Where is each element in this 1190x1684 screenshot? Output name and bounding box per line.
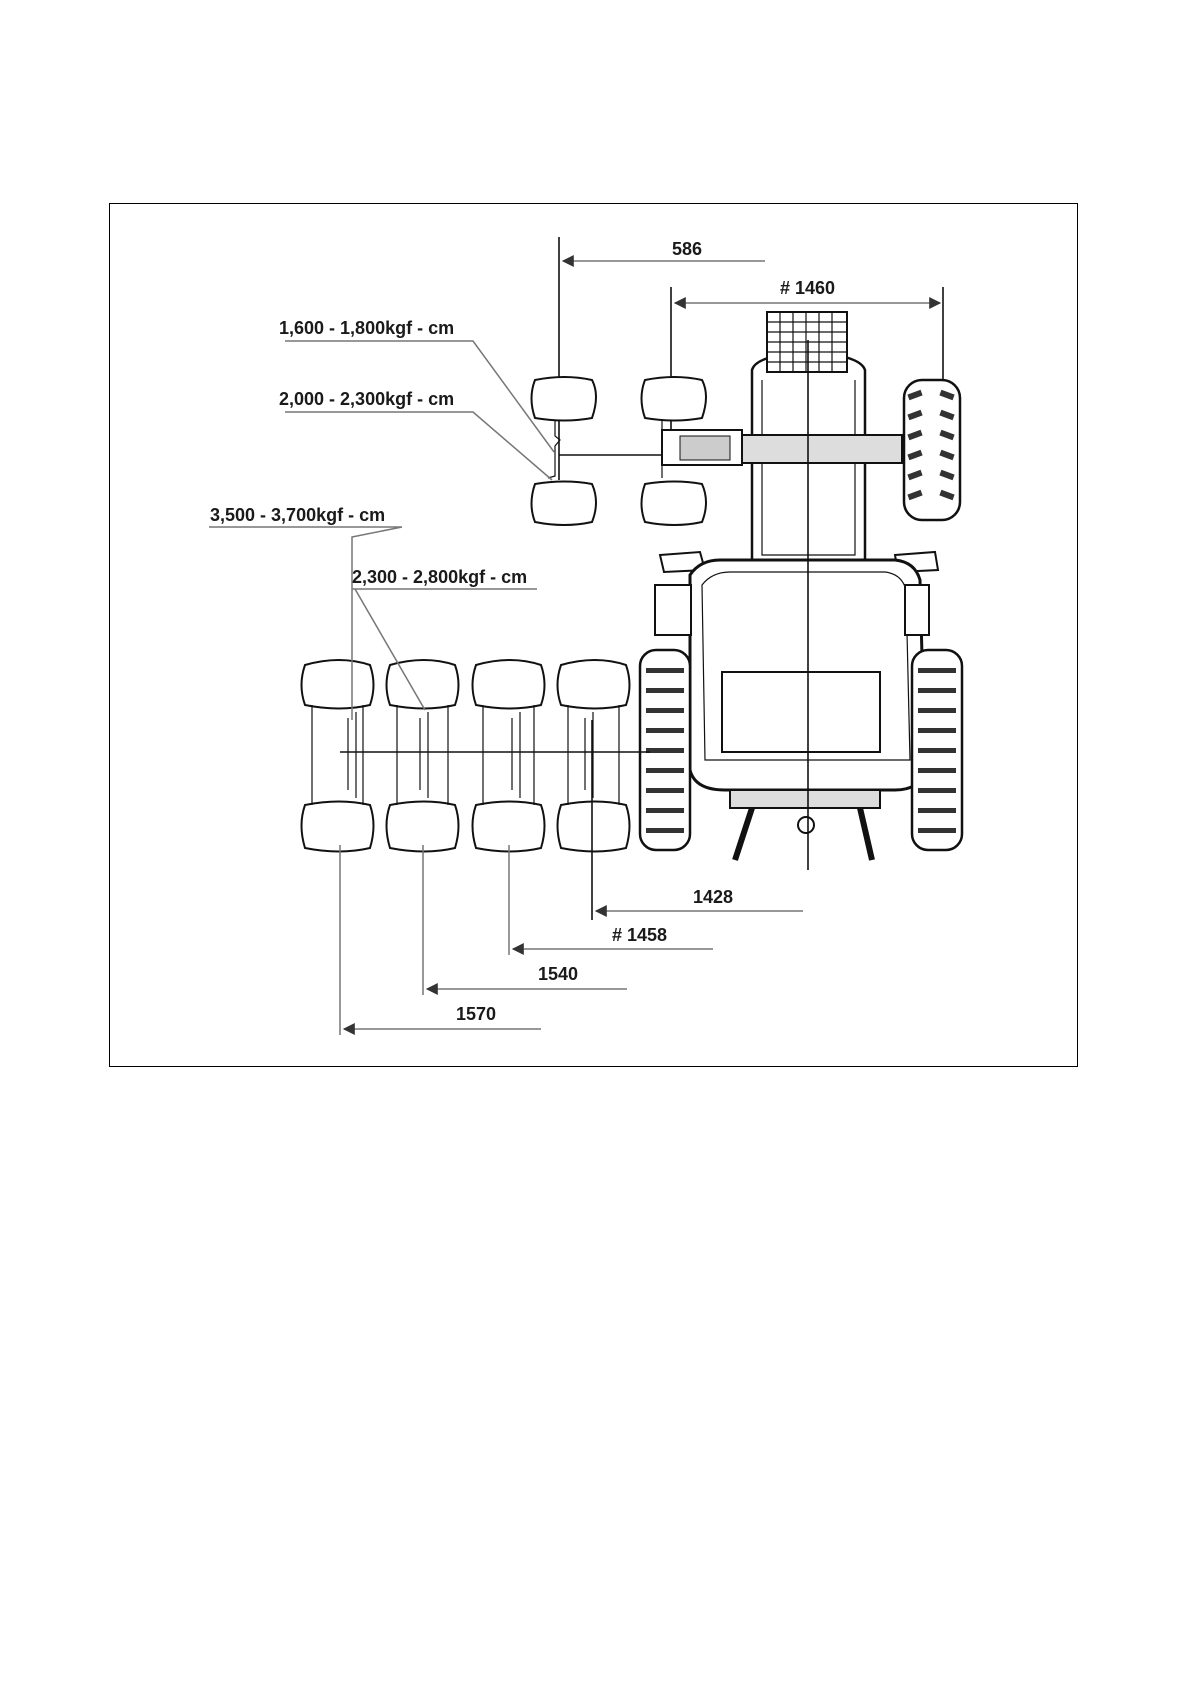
torque-label-inner: 2,300 - 2,800kgf - cm (352, 567, 527, 587)
torque-label-upper: 1,600 - 1,800kgf - cm (279, 318, 454, 338)
dimension-label-track-2: # 1458 (612, 925, 667, 945)
rear-wheel-positions (302, 660, 651, 1035)
torque-label-lower: 2,000 - 2,300kgf - cm (279, 389, 454, 409)
dimension-label-front-track: # 1460 (780, 278, 835, 298)
dimension-label-track-4: 1570 (456, 1004, 496, 1024)
dimension-label-track-1: 1428 (693, 887, 733, 907)
torque-label-outer: 3,500 - 3,700kgf - cm (210, 505, 385, 525)
front-wheel-diagram (532, 237, 944, 525)
dimension-label-offset: 586 (672, 239, 702, 259)
dimension-label-track-3: 1540 (538, 964, 578, 984)
